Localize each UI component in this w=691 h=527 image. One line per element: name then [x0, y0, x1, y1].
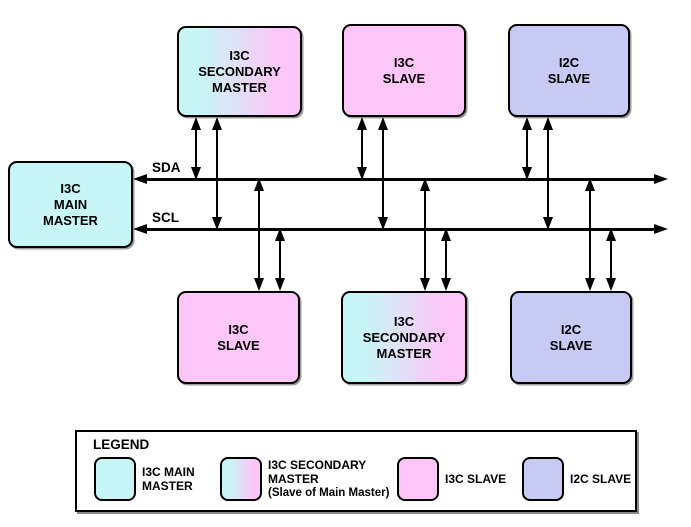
legend-entry-i3c-secondary-master: I3C SECONDARY MASTER (Slave of Main Mast… — [220, 457, 389, 501]
connector-col2-bottom-sda — [419, 178, 430, 291]
connector-line — [215, 128, 218, 219]
node-top-i3c-secondary-master: I3C SECONDARY MASTER — [177, 26, 302, 117]
arrow-up-icon — [440, 228, 451, 241]
connector-line — [360, 128, 363, 169]
scl-label: SCL — [152, 210, 179, 225]
legend-entry-note: (Slave of Main Master) — [268, 487, 390, 499]
legend-entry-label: I2C SLAVE — [570, 472, 632, 486]
i2c-slave-swatch — [522, 457, 564, 501]
connector-col1-bottom-scl — [274, 228, 285, 291]
scl-line — [145, 227, 656, 231]
connector-line — [444, 239, 447, 280]
connector-col3-top-sda — [521, 117, 532, 180]
i3c-slave-swatch — [397, 457, 439, 501]
arrow-down-icon — [584, 278, 595, 291]
connector-line — [257, 189, 260, 280]
connector-line — [525, 128, 528, 169]
connector-col2-bottom-scl — [440, 228, 451, 291]
arrow-up-icon — [419, 178, 430, 191]
arrow-down-icon — [253, 278, 264, 291]
connector-col1-bottom-sda — [253, 178, 264, 291]
arrow-up-icon — [356, 117, 367, 130]
arrow-down-icon — [377, 217, 388, 230]
arrow-up-icon — [274, 228, 285, 241]
node-top-i2c-slave: I2C SLAVE — [508, 24, 630, 117]
arrow-down-icon — [542, 217, 553, 230]
connector-line — [278, 239, 281, 280]
connector-line — [381, 128, 384, 219]
connector-line — [194, 128, 197, 169]
connector-col1-top-scl — [211, 117, 222, 230]
arrow-down-icon — [605, 278, 616, 291]
connector-col3-bottom-scl — [605, 228, 616, 291]
sda-right-arrowhead-icon — [654, 174, 668, 184]
connector-col2-top-scl — [377, 117, 388, 230]
arrow-down-icon — [211, 217, 222, 230]
legend-entry-label: I3C SECONDARY MASTER — [268, 458, 367, 486]
legend-entry-label: I3C MAIN MASTER — [142, 465, 195, 493]
connector-col3-bottom-sda — [584, 178, 595, 291]
arrow-down-icon — [419, 278, 430, 291]
scl-bus-line — [133, 222, 668, 236]
arrow-down-icon — [274, 278, 285, 291]
arrow-down-icon — [190, 167, 201, 180]
legend-entry-i3c-main-master: I3C MAIN MASTER — [94, 457, 195, 501]
arrow-up-icon — [542, 117, 553, 130]
scl-left-arrowhead-icon — [133, 224, 147, 234]
sda-line — [145, 177, 656, 181]
scl-right-arrowhead-icon — [654, 224, 668, 234]
connector-col2-top-sda — [356, 117, 367, 180]
node-bottom-i3c-slave: I3C SLAVE — [177, 291, 300, 384]
connector-col1-top-sda — [190, 117, 201, 180]
arrow-down-icon — [356, 167, 367, 180]
arrow-up-icon — [253, 178, 264, 191]
sda-bus-line — [133, 172, 668, 186]
legend-box: LEGEND I3C MAIN MASTER I3C SECONDARY MAS… — [75, 430, 637, 512]
arrow-up-icon — [377, 117, 388, 130]
main-master-swatch — [94, 457, 136, 501]
sda-label: SDA — [152, 160, 181, 175]
connector-col3-top-scl — [542, 117, 553, 230]
legend-entry-i3c-slave: I3C SLAVE — [397, 457, 506, 501]
arrow-up-icon — [605, 228, 616, 241]
node-top-i3c-slave: I3C SLAVE — [342, 24, 466, 117]
secondary-master-swatch — [220, 457, 262, 501]
arrow-down-icon — [521, 167, 532, 180]
arrow-up-icon — [211, 117, 222, 130]
connector-line — [546, 128, 549, 219]
connector-line — [588, 189, 591, 280]
node-i3c-main-master: I3C MAIN MASTER — [8, 161, 133, 248]
arrow-up-icon — [190, 117, 201, 130]
arrow-up-icon — [584, 178, 595, 191]
arrow-down-icon — [440, 278, 451, 291]
sda-left-arrowhead-icon — [133, 174, 147, 184]
connector-line — [423, 189, 426, 280]
node-bottom-i2c-slave: I2C SLAVE — [510, 291, 632, 384]
legend-title: LEGEND — [93, 437, 150, 452]
arrow-up-icon — [521, 117, 532, 130]
node-bottom-i3c-secondary-master: I3C SECONDARY MASTER — [341, 291, 467, 384]
connector-line — [609, 239, 612, 280]
legend-entry-label: I3C SLAVE — [445, 472, 507, 486]
legend-entry-i2c-slave: I2C SLAVE — [522, 457, 631, 501]
